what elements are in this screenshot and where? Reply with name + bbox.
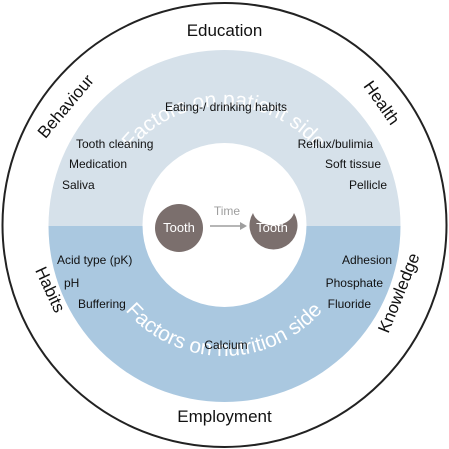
- nutrition-left-item: Acid type (pK): [57, 253, 132, 267]
- patient-left-item: Tooth cleaning: [76, 137, 153, 151]
- patient-right-item: Soft tissue: [325, 157, 381, 171]
- center-disc: [142, 143, 307, 307]
- tooth-before-icon: [155, 204, 203, 252]
- time-arrow-icon: [240, 222, 247, 230]
- nutrition-left-item: Buffering: [78, 297, 126, 311]
- time-label: Time: [214, 204, 241, 218]
- nutrition-right-item: Adhesion: [342, 253, 392, 267]
- tooth-after-label: Tooth: [256, 220, 288, 235]
- patient-right-item: Reflux/bulimia: [298, 137, 374, 151]
- patient-top-item: Eating-/ drinking habits: [165, 100, 287, 114]
- patient-band: [48, 50, 401, 226]
- patient-left-item: Medication: [69, 157, 127, 171]
- tooth-after-icon: [249, 213, 298, 250]
- patient-left-item: Saliva: [62, 178, 95, 192]
- nutrition-left-item: pH: [64, 276, 79, 290]
- outer-word-education: Education: [187, 21, 263, 40]
- outer-word-employment: Employment: [177, 407, 272, 426]
- patient-right-item: Pellicle: [349, 178, 387, 192]
- nutrition-right-item: Phosphate: [326, 276, 384, 290]
- nutrition-band: [48, 226, 401, 402]
- nutrition-bottom-item: Calcium: [204, 338, 247, 352]
- tooth-before-label: Tooth: [163, 220, 195, 235]
- nutrition-right-item: Fluoride: [328, 297, 372, 311]
